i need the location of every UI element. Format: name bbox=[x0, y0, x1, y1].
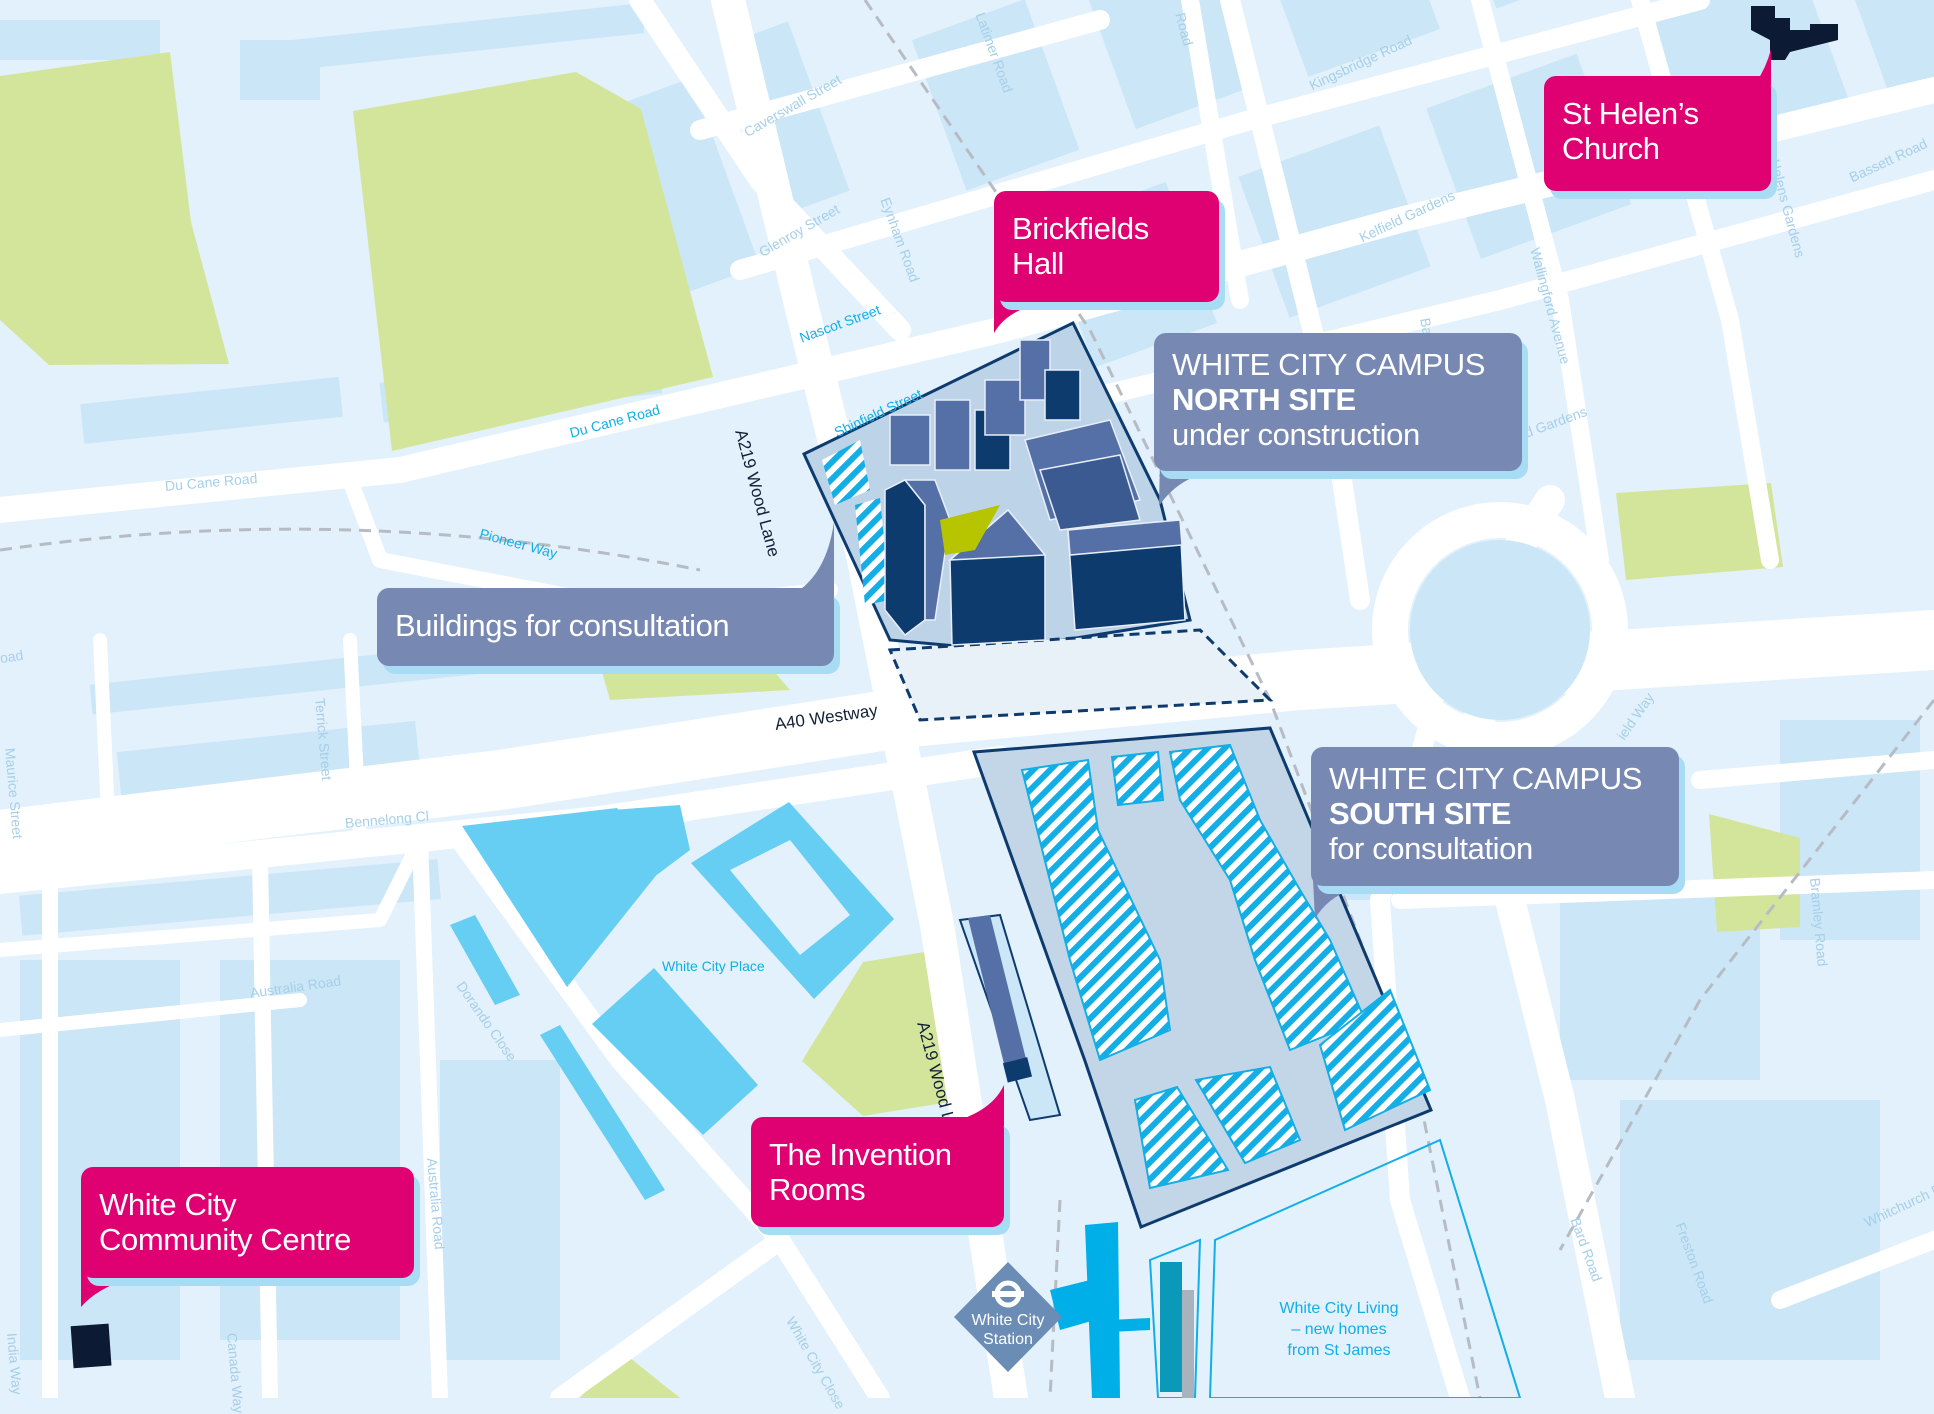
station-label-line: Station bbox=[983, 1331, 1033, 1348]
living-label-line: – new homes bbox=[1291, 1321, 1387, 1338]
place-label: White City Place bbox=[662, 958, 765, 974]
callout-line: under construction bbox=[1172, 417, 1420, 452]
callout-line: White City bbox=[99, 1187, 237, 1222]
callout-community-centre[interactable]: White City Community Centre bbox=[81, 1167, 414, 1278]
callout-invention-rooms[interactable]: The Invention Rooms bbox=[751, 1117, 1004, 1227]
callout-line: for consultation bbox=[1329, 831, 1533, 866]
london-underground-roundel-icon bbox=[992, 1280, 1024, 1308]
callout-line: Community Centre bbox=[99, 1222, 352, 1257]
street-label: oad bbox=[0, 646, 25, 666]
callout-line: NORTH SITE bbox=[1172, 382, 1356, 417]
white-city-station[interactable] bbox=[954, 1262, 1062, 1372]
callout-line: Buildings for consultation bbox=[395, 608, 730, 643]
callout-line: Brickfields bbox=[1012, 211, 1149, 246]
callout-line: Rooms bbox=[769, 1172, 866, 1207]
city-blocks bbox=[0, 0, 1934, 1360]
living-label-line: White City Living bbox=[1279, 1300, 1399, 1317]
white-city-place-buildings bbox=[450, 802, 894, 1200]
callout-line: Hall bbox=[1012, 246, 1064, 281]
community-centre-building bbox=[70, 1323, 112, 1369]
callout-line: The Invention bbox=[769, 1137, 952, 1172]
parks bbox=[0, 52, 1800, 1398]
station-buildings bbox=[1050, 1222, 1194, 1398]
st-helens-church-building bbox=[1751, 6, 1838, 60]
campus-north-site[interactable] bbox=[802, 320, 1274, 722]
white-city-living-site[interactable] bbox=[1148, 1138, 1522, 1398]
callout-brickfields-hall[interactable]: Brickfields Hall bbox=[994, 191, 1219, 302]
station-label-line: White City bbox=[971, 1312, 1045, 1329]
living-label-line: from St James bbox=[1287, 1342, 1391, 1359]
callout-st-helens-church[interactable]: St Helen’s Church bbox=[1544, 76, 1771, 191]
callout-north-site[interactable]: WHITE CITY CAMPUS NORTH SITE under const… bbox=[1154, 333, 1522, 471]
south-site-hatched-plots bbox=[1020, 743, 1432, 1190]
callout-line: WHITE CITY CAMPUS bbox=[1172, 347, 1485, 382]
callout-line: WHITE CITY CAMPUS bbox=[1329, 761, 1642, 796]
roundabout bbox=[1372, 502, 1628, 758]
callout-line: Church bbox=[1562, 131, 1660, 166]
callout-line: St Helen’s bbox=[1562, 96, 1699, 131]
station-label: White City Station bbox=[958, 1311, 1058, 1349]
white-city-living-label: White City Living – new homes from St Ja… bbox=[1249, 1298, 1429, 1361]
callout-line: SOUTH SITE bbox=[1329, 796, 1512, 831]
callout-buildings-for-consultation[interactable]: Buildings for consultation bbox=[377, 588, 834, 666]
callout-south-site[interactable]: WHITE CITY CAMPUS SOUTH SITE for consult… bbox=[1311, 747, 1679, 886]
